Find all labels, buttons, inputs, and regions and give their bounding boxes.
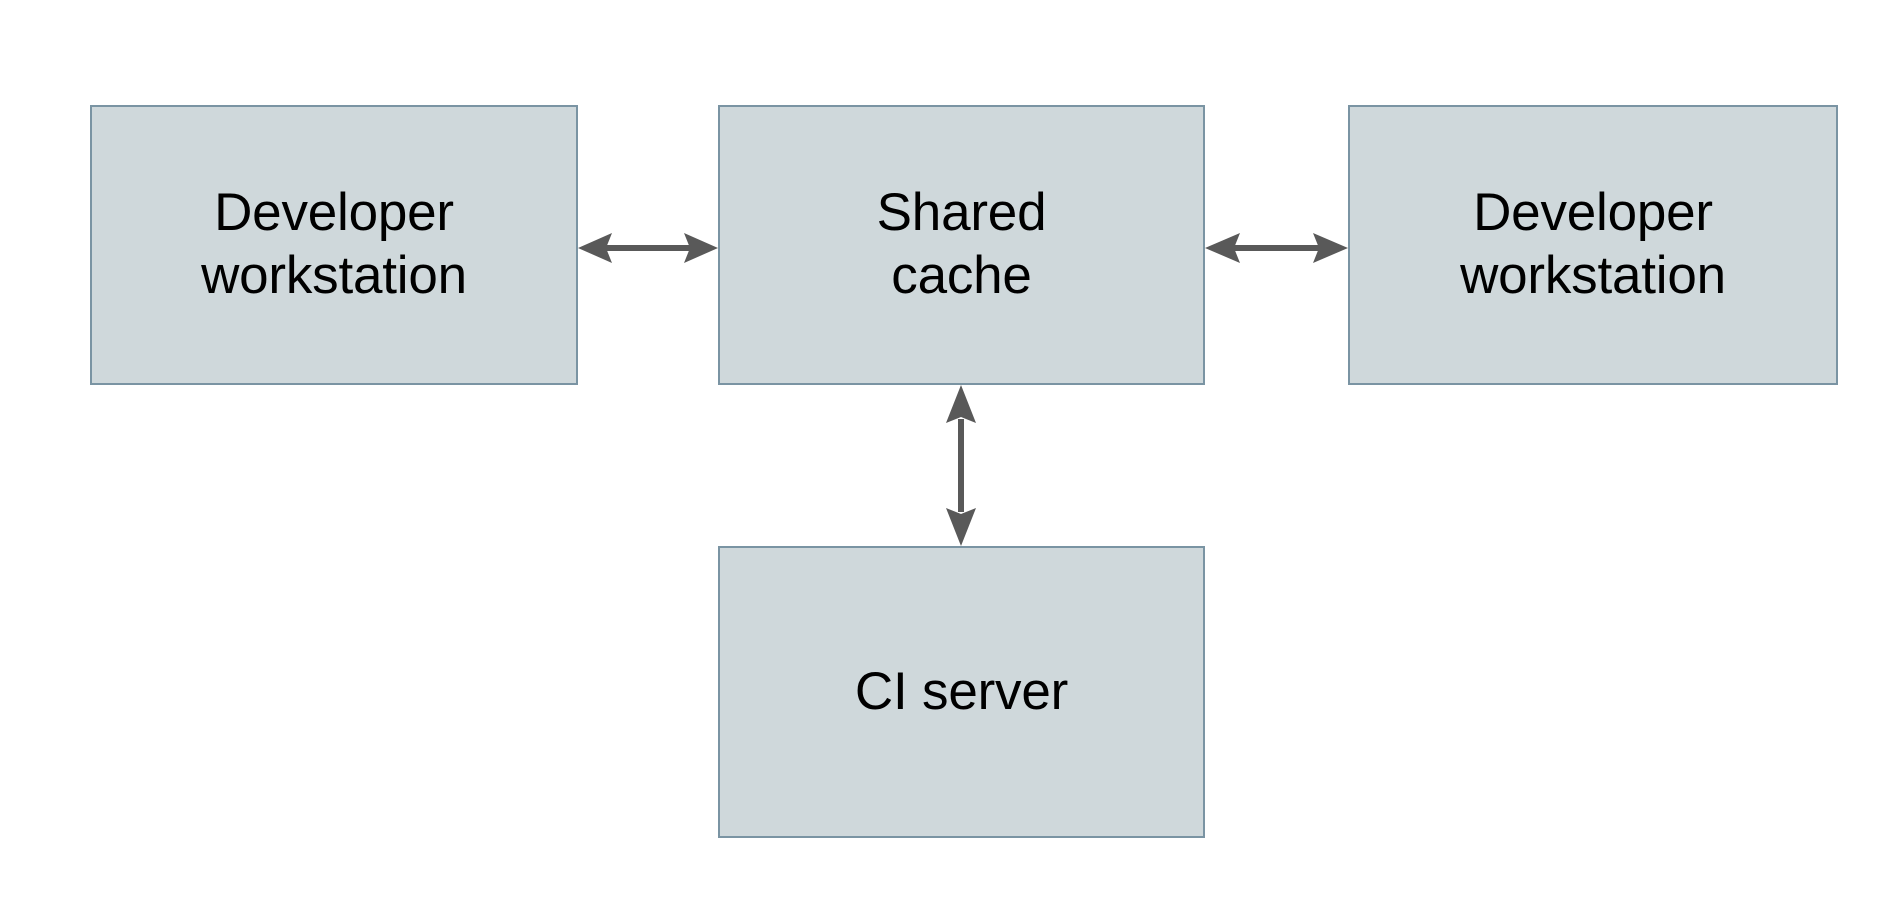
node-label: Shared cache	[876, 183, 1047, 305]
node-label: Developer workstation	[1460, 183, 1726, 305]
edge-shared-cache-to-ci-server	[935, 385, 987, 546]
double-arrow-icon	[1205, 233, 1348, 263]
double-arrow-icon	[578, 233, 718, 263]
node-developer-workstation-right[interactable]: Developer workstation	[1348, 105, 1838, 385]
edge-developer-workstation-left-to-shared-cache	[578, 222, 718, 274]
node-developer-workstation-left[interactable]: Developer workstation	[90, 105, 578, 385]
node-shared-cache[interactable]: Shared cache	[718, 105, 1205, 385]
node-label: Developer workstation	[201, 183, 467, 305]
double-arrow-icon	[946, 385, 976, 546]
node-label: CI server	[854, 661, 1069, 721]
edge-shared-cache-to-developer-workstation-right	[1205, 222, 1348, 274]
node-ci-server[interactable]: CI server	[718, 546, 1205, 838]
